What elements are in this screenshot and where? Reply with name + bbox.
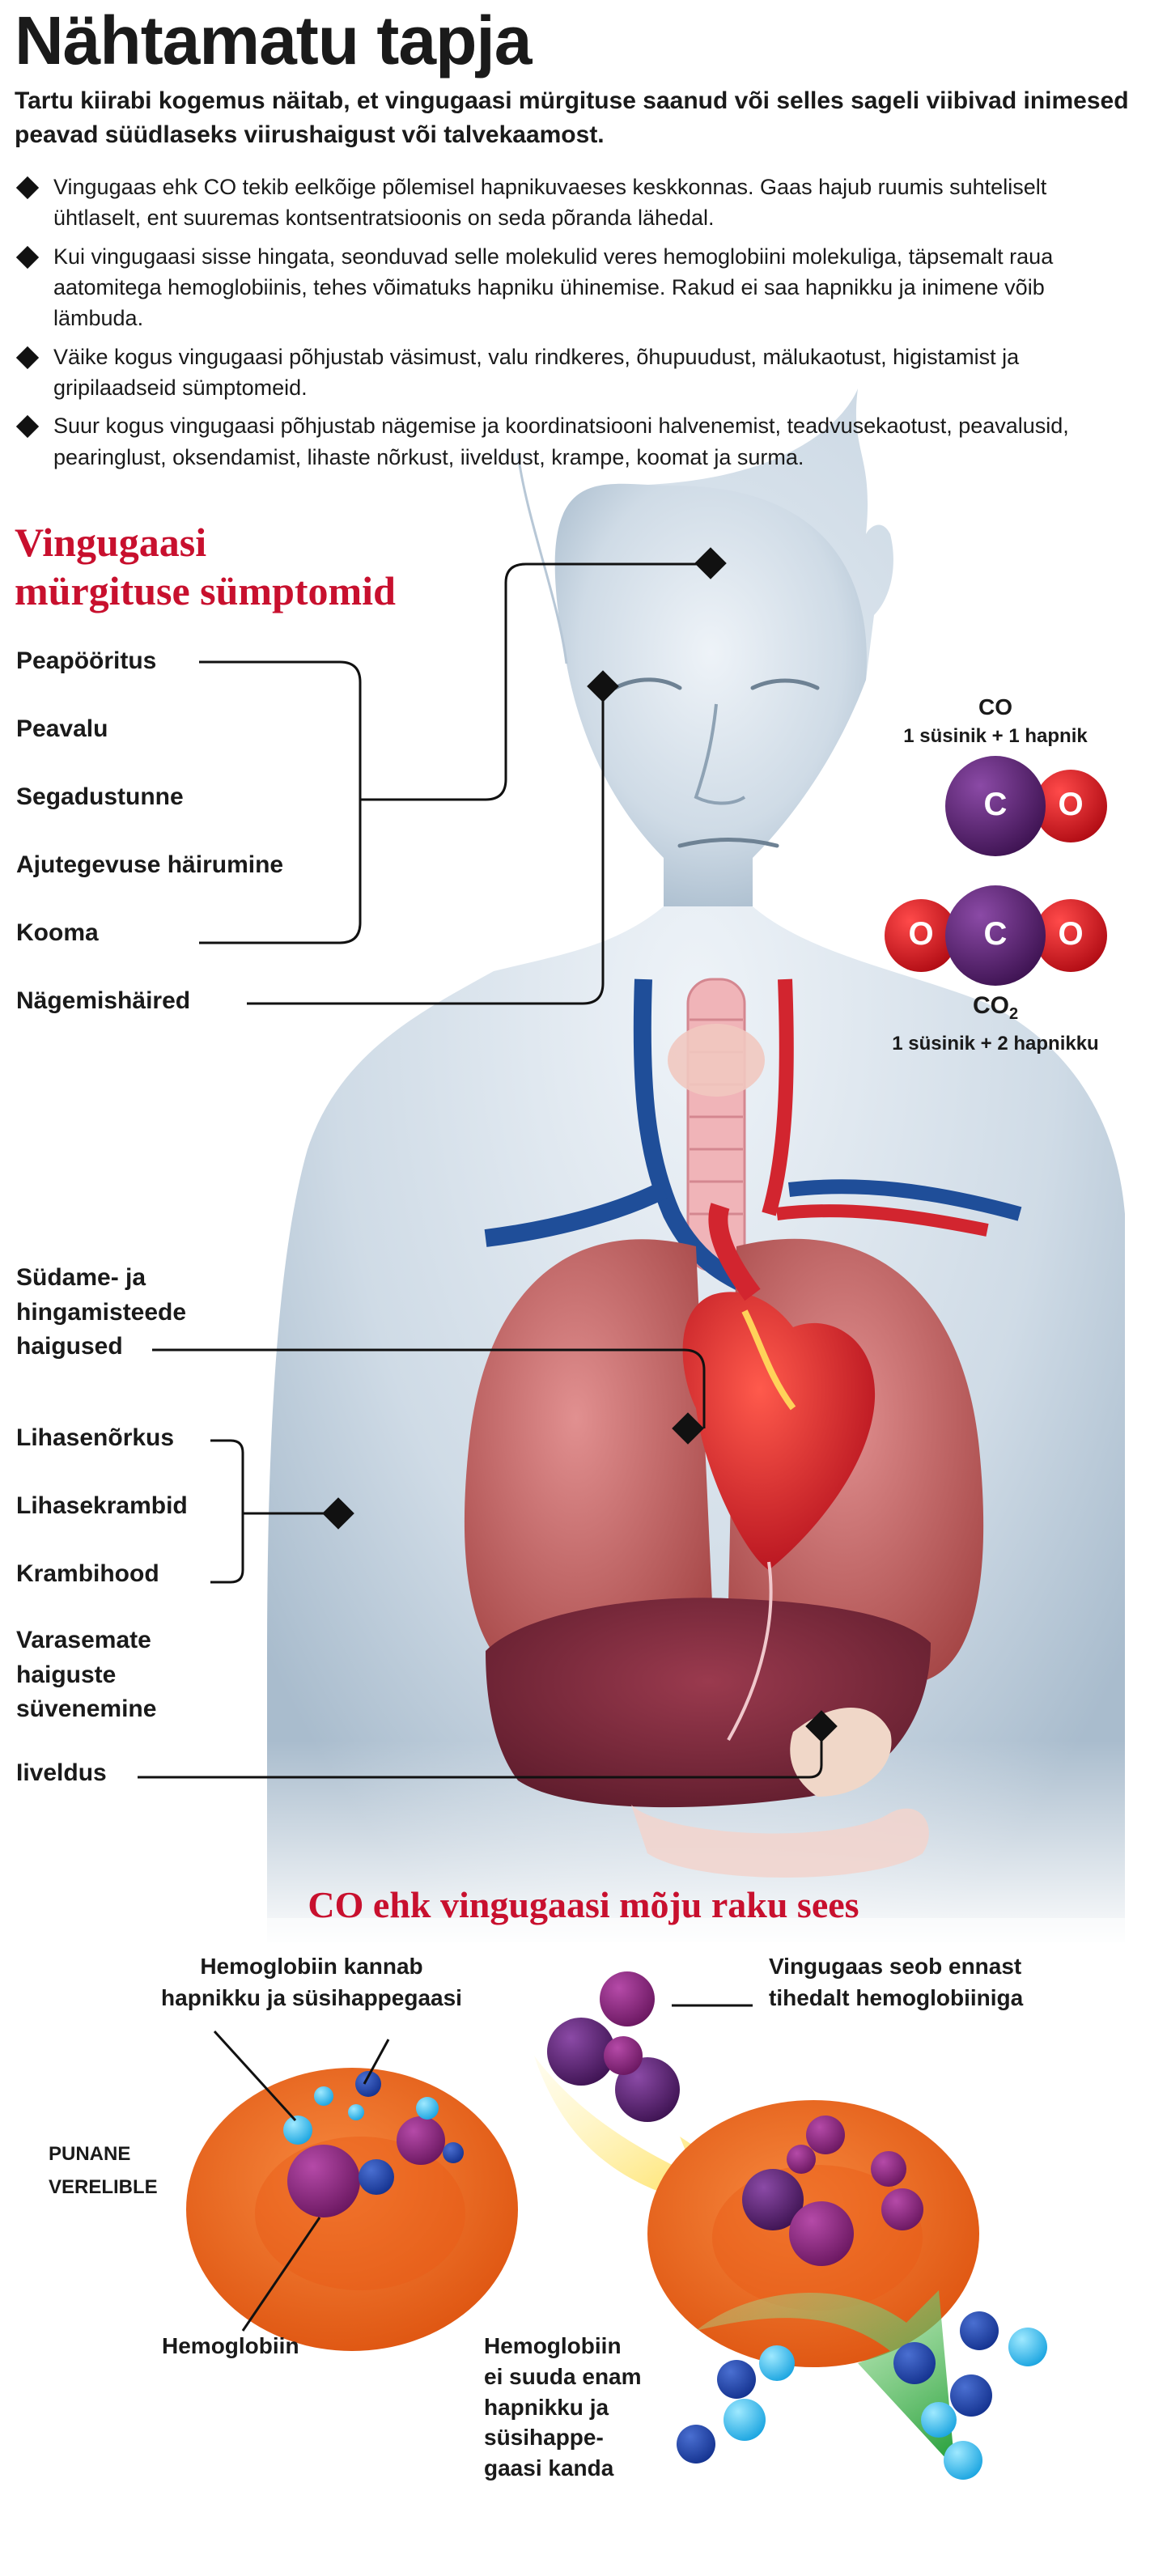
cell-heading: CO ehk vingugaasi mõju raku sees [308, 1884, 859, 1925]
co2-desc: 1 süsinik + 2 hapnikku [892, 1033, 1099, 1055]
trachea-and-vessels [484, 978, 1022, 1304]
symptom-ajutegevus: Ajutegevuse häirumine [16, 851, 284, 878]
red-blood-cell-right [647, 2100, 979, 2367]
symptom-lihasekrambid: Lihasekrambid [16, 1492, 188, 1519]
fact-item: Väike kogus vingugaasi põhjustab väsimus… [11, 342, 1136, 404]
organs [464, 1203, 984, 1878]
co-molecules-incoming [547, 1971, 680, 2122]
fact-item: Kui vingugaasi sisse hingata, seonduvad … [11, 241, 1136, 334]
diamond-bullet-icon [15, 346, 40, 369]
fact-text: Väike kogus vingugaasi põhjustab väsimus… [53, 344, 1020, 400]
fact-item: Suur kogus vingugaasi põhjustab nägemise… [11, 410, 1136, 473]
symptoms-heading: Vingugaasi mürgituse sümptomid [15, 520, 396, 613]
page-title: Nähtamatu tapja [15, 2, 532, 79]
fact-item: Vingugaas ehk CO tekib eelkõige põlemise… [11, 172, 1136, 234]
co-desc: 1 süsinik + 1 hapnik [903, 725, 1088, 747]
symptom-kooma: Kooma [16, 919, 99, 946]
hemo-carries-label: Hemoglobiin kannab hapnikku ja süsihappe… [161, 1954, 462, 2011]
rbc-label: PUNANE VERELIBLE [49, 2143, 158, 2198]
symptom-peavalu: Peavalu [16, 715, 108, 742]
red-blood-cell-left [186, 2068, 518, 2351]
fact-text: Suur kogus vingugaasi põhjustab nägemise… [53, 414, 1069, 469]
lead-text: Tartu kiirabi kogemus näitab, et vinguga… [15, 87, 1129, 148]
atom-label-o: O [1058, 916, 1084, 952]
diamond-bullet-icon [15, 176, 40, 200]
fact-text: Kui vingugaasi sisse hingata, seonduvad … [53, 244, 1054, 331]
cell-leader-lines [213, 2004, 753, 2332]
leader-lines [138, 562, 823, 1779]
diamond-bullet-icon [15, 415, 40, 439]
symptom-previous: Varasemate haiguste süvenemine [16, 1627, 157, 1723]
atom-label-c: C [983, 787, 1008, 822]
co-title: CO [978, 694, 1012, 719]
diamond-bullet-icon [15, 245, 40, 269]
symptom-iiveldus: Iiveldus [16, 1759, 107, 1786]
atom-label-c: C [983, 916, 1008, 952]
hemo-label: Hemoglobiin [162, 2333, 299, 2358]
released-molecules [677, 2311, 1047, 2480]
symptom-peapooritus: Peapööritus [16, 647, 157, 674]
symptom-krambihood: Krambihood [16, 1560, 159, 1587]
symptom-lihasenorkus: Lihasenõrkus [16, 1424, 175, 1451]
co2-molecule [885, 885, 1107, 986]
green-arrow [696, 2290, 955, 2468]
hemo-cannot-label: Hemoglobiin ei suuda enam hapnikku ja sü… [484, 2333, 642, 2481]
symptom-segadustunne: Segadustunne [16, 783, 184, 810]
symptom-nagemishaired: Nägemishäired [16, 987, 191, 1014]
atom-label-o: O [1058, 787, 1084, 822]
co2-title: CO2 [972, 992, 1019, 1023]
facts-list: Vingugaas ehk CO tekib eelkõige põlemise… [11, 172, 1136, 480]
atom-label-o: O [908, 916, 934, 952]
co-molecule [945, 756, 1107, 856]
co-binds-label: Vingugaas seob ennast tihedalt hemoglobi… [769, 1954, 1024, 2011]
symptom-heart: Südame- ja hingamisteede haigused [16, 1264, 187, 1360]
fact-text: Vingugaas ehk CO tekib eelkõige põlemise… [53, 175, 1047, 231]
